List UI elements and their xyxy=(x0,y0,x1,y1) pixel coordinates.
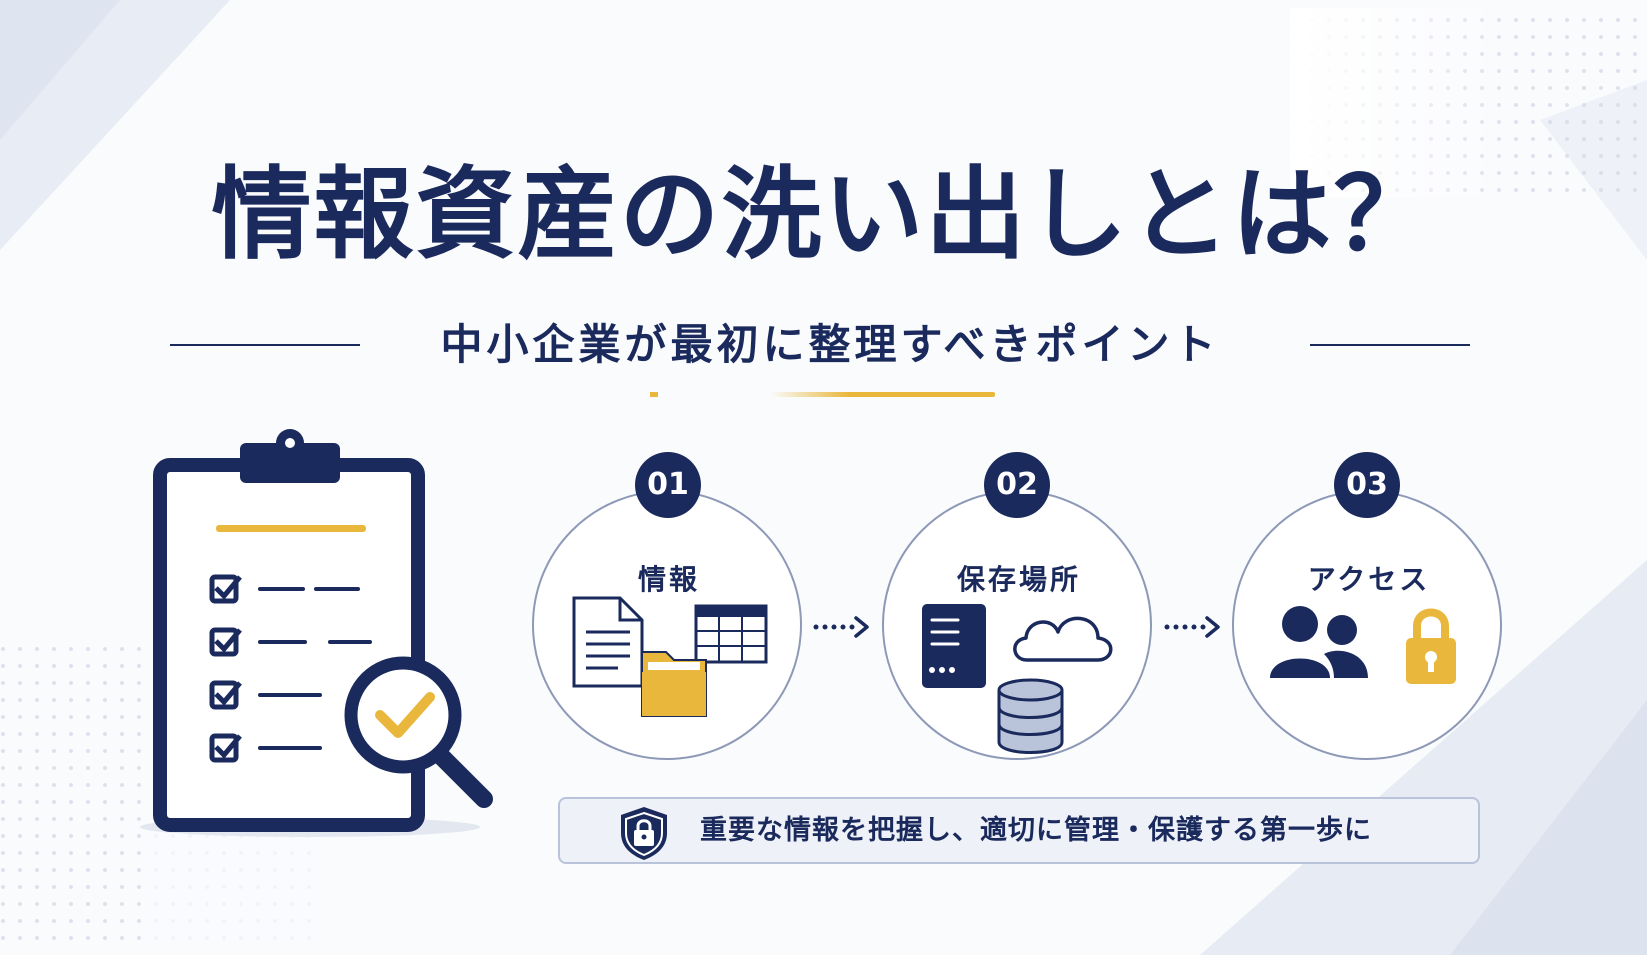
step-card-info: 情報 xyxy=(532,490,802,760)
dotted-arrow-icon xyxy=(1164,616,1220,638)
spreadsheet-icon xyxy=(694,604,768,664)
step-label: アクセス xyxy=(1307,563,1431,596)
subtitle-divider-right xyxy=(1310,344,1470,346)
document-icon xyxy=(572,596,644,688)
users-icon xyxy=(1270,606,1368,678)
server-icon xyxy=(922,604,986,688)
cloud-icon xyxy=(1013,616,1113,662)
banner-text: 重要な情報を把握し、適切に管理・保護する第一歩に xyxy=(700,815,1372,846)
folder-icon xyxy=(641,651,707,717)
dotted-arrow-icon xyxy=(813,616,869,638)
step-card-storage: 保存場所 xyxy=(882,490,1152,760)
step-number-badge: 03 xyxy=(1334,452,1400,518)
padlock-icon xyxy=(1406,608,1456,684)
subtitle-divider-left xyxy=(170,344,360,346)
step-number-badge: 02 xyxy=(984,452,1050,518)
step-label: 保存場所 xyxy=(956,563,1081,596)
page-title: 情報資産の洗い出しとは？ xyxy=(211,156,1436,273)
step-number-badge: 01 xyxy=(635,452,701,518)
step-card-access: アクセス xyxy=(1232,490,1502,760)
shield-lock-icon xyxy=(621,807,667,860)
summary-banner: 重要な情報を把握し、適切に管理・保護する第一歩に xyxy=(558,797,1480,864)
accent-bar xyxy=(650,392,995,397)
subtitle-row: 中小企業が最初に整理すべきポイント xyxy=(170,320,1470,370)
subtitle: 中小企業が最初に整理すべきポイント xyxy=(440,320,1220,369)
step-label: 情報 xyxy=(637,563,700,596)
database-icon xyxy=(997,678,1064,754)
clipboard-checklist-with-magnifier-icon xyxy=(140,429,493,837)
